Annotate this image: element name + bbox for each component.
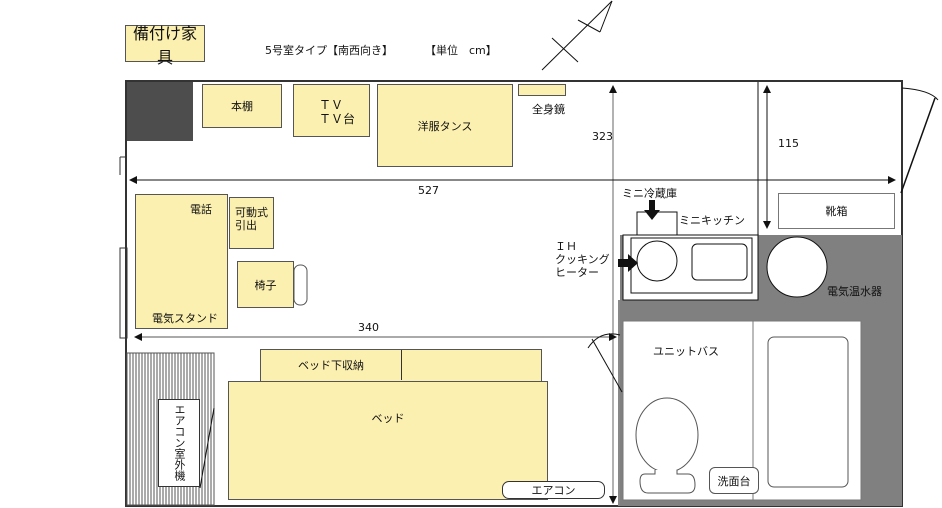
toilet bbox=[635, 397, 699, 473]
dim-115: 115 bbox=[778, 137, 799, 150]
drawer-label-2: 引出 bbox=[235, 219, 257, 232]
room-type: 5号室タイプ【南西向き】 bbox=[265, 44, 393, 57]
drawer-label-1: 可動式 bbox=[235, 206, 268, 219]
bed: ベッド bbox=[228, 381, 548, 500]
ih-label-1: ＩＨ bbox=[555, 240, 577, 253]
shoe-box: 靴箱 bbox=[778, 193, 895, 229]
compass-icon bbox=[541, 0, 613, 71]
air-conditioner: エアコン bbox=[502, 481, 605, 499]
ac-outdoor-unit: エアコン室外機 bbox=[158, 399, 200, 487]
mini-fridge-label: ミニ冷蔵庫 bbox=[622, 187, 677, 200]
ih-label-2: クッキング bbox=[555, 253, 610, 266]
mini-kitchen-label: ミニキッチン bbox=[679, 214, 745, 227]
wardrobe: 洋服タンス bbox=[377, 84, 513, 167]
bed-label: ベッド bbox=[371, 412, 405, 425]
unit-bath-label: ユニットバス bbox=[653, 345, 719, 358]
ih-heater-label: ＩＨ クッキング ヒーター bbox=[555, 240, 610, 279]
desk bbox=[135, 194, 228, 329]
bookshelf: 本棚 bbox=[202, 84, 282, 128]
unit-label: 【単位 cm】 bbox=[425, 44, 497, 57]
desk-lamp-label: 電気スタンド bbox=[152, 312, 218, 325]
bath-door bbox=[591, 338, 623, 393]
mini-fridge bbox=[636, 211, 678, 236]
window bbox=[119, 156, 128, 339]
water-heater-label: 電気温水器 bbox=[827, 285, 882, 298]
dim-340: 340 bbox=[358, 321, 379, 334]
tv-stand-label: ＴＶ台 bbox=[319, 112, 356, 126]
tv-stand: ＴＶ ＴＶ台 bbox=[293, 84, 370, 137]
mirror-label: 全身鏡 bbox=[532, 103, 565, 116]
dim-527: 527 bbox=[418, 184, 439, 197]
mirror bbox=[518, 84, 566, 96]
tv-label: ＴＶ bbox=[319, 98, 344, 112]
under-bed-storage-label: ベッド下収納 bbox=[261, 350, 402, 380]
dim-323: 323 bbox=[592, 130, 613, 143]
bathtub bbox=[767, 336, 849, 488]
sink bbox=[691, 243, 748, 281]
washbasin: 洗面台 bbox=[709, 467, 759, 494]
entry-door bbox=[900, 97, 936, 194]
ih-label-3: ヒーター bbox=[555, 266, 599, 279]
under-bed-storage: ベッド下収納 bbox=[260, 349, 542, 382]
ih-burner bbox=[636, 240, 678, 282]
chair: 椅子 bbox=[237, 261, 294, 308]
legend-furniture: 備付け家具 bbox=[125, 24, 205, 67]
movable-drawer: 可動式 引出 bbox=[229, 197, 274, 249]
pillar bbox=[127, 82, 193, 141]
phone-label: 電話 bbox=[190, 203, 212, 216]
water-heater bbox=[766, 236, 828, 298]
